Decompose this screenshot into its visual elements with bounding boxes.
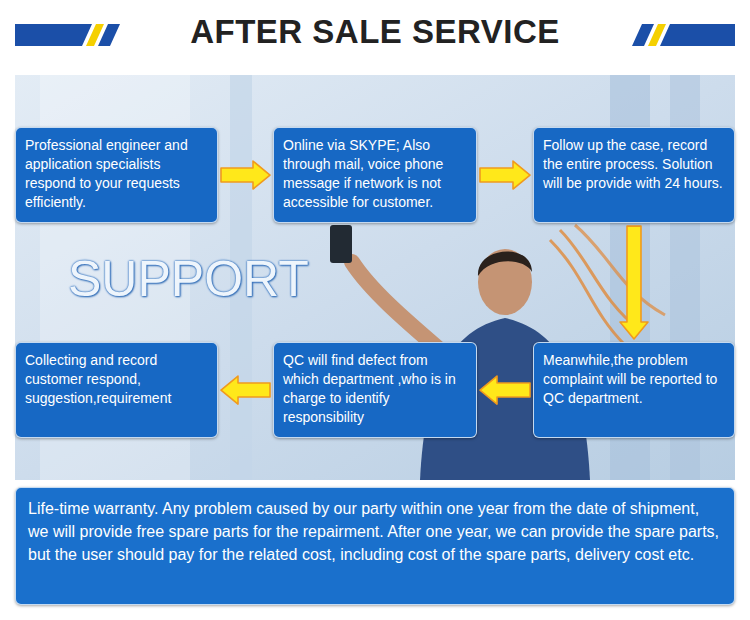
phone — [330, 225, 352, 263]
process-box: Follow up the case, record the entire pr… — [533, 127, 735, 223]
person-head — [478, 249, 532, 315]
photo-background — [15, 75, 735, 480]
process-box: Collecting and record customer respond, … — [15, 342, 218, 438]
process-box: Professional engineer and application sp… — [15, 127, 218, 223]
box-text: QC will find defect from which departmen… — [283, 351, 467, 427]
box-text: Follow up the case, record the entire pr… — [543, 136, 725, 193]
person-hair — [478, 251, 532, 276]
box-text: Professional engineer and application sp… — [25, 136, 208, 212]
cable — [550, 240, 625, 345]
flow-arrow — [221, 376, 270, 404]
process-box: Online via SKYPE; Also through mail, voi… — [273, 127, 477, 223]
person-arm — [352, 262, 440, 350]
box-text: Meanwhile,the problem complaint will be … — [543, 351, 725, 408]
flow-arrow — [480, 161, 530, 189]
title-stripe — [98, 24, 120, 46]
process-box: QC will find defect from which departmen… — [273, 342, 477, 438]
box-text: Collecting and record customer respond, … — [25, 351, 208, 408]
watermark-text: SUPPORT — [68, 250, 309, 308]
cable — [575, 225, 665, 315]
box-text: Life-time warranty. Any problem caused b… — [28, 497, 722, 567]
box-text: Online via SKYPE; Also through mail, voi… — [283, 136, 467, 212]
flow-arrow — [620, 226, 648, 339]
flow-arrow — [221, 161, 270, 189]
flow-arrow — [480, 376, 530, 404]
page-ground — [0, 480, 750, 620]
title-stripe — [660, 24, 735, 46]
process-box: Meanwhile,the problem complaint will be … — [533, 342, 735, 438]
title-stripe — [15, 24, 92, 46]
page-title: AFTER SALE SERVICE — [0, 13, 750, 51]
warranty-panel: Life-time warranty. Any problem caused b… — [15, 487, 735, 605]
